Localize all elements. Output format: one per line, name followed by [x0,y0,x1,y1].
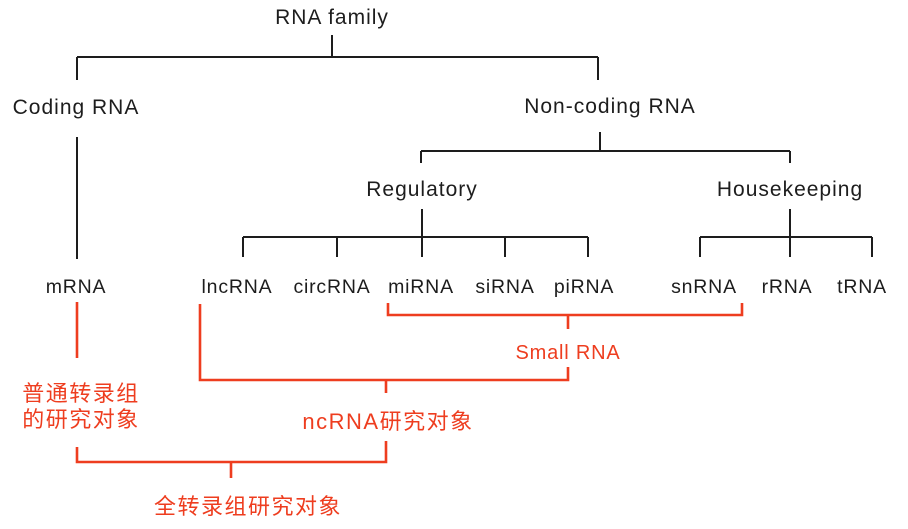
node-coding-rna: Coding RNA [12,96,140,119]
bracket-ncrna [198,304,570,382]
node-sirna: siRNA [475,276,535,298]
node-snrna: snRNA [671,276,737,298]
note-ordinary-transcriptome-line2: 的研究对象 [22,407,140,432]
note-ncrna-target: ncRNA研究对象 [302,409,474,434]
node-rna-family: RNA family [275,6,389,29]
node-trna: tRNA [837,276,887,298]
node-rrna: rRNA [761,276,813,298]
node-regulatory: Regulatory [366,178,478,201]
node-mrna: mRNA [45,276,107,298]
node-housekeeping: Housekeeping [716,178,864,201]
note-ordinary-transcriptome-line1: 普通转录组 [22,381,140,406]
node-mirna: miRNA [388,276,454,298]
bracket-small-rna [386,303,744,317]
node-pirna: piRNA [553,276,615,298]
node-non-coding-rna: Non-coding RNA [524,95,696,118]
node-lncrna: lncRNA [201,276,273,298]
note-ordinary-transcriptome: 普通转录组 的研究对象 [22,381,140,433]
note-whole-transcriptome-target: 全转录组研究对象 [153,494,343,519]
label-small-rna: Small RNA [515,342,621,364]
node-circrna: circRNA [293,276,371,298]
bracket-whole-transcriptome [75,441,388,464]
